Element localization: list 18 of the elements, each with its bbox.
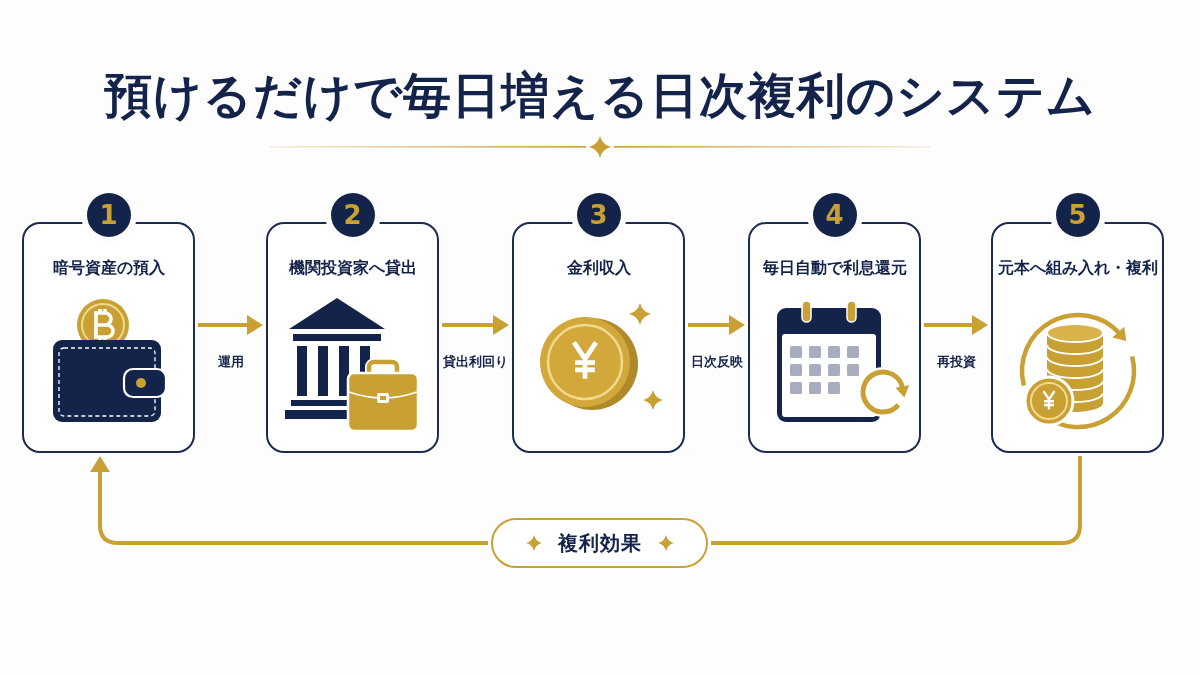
step-title: 暗号資産の預入 (52, 257, 165, 279)
title: 預けるだけで毎日増える日次複利のシステム (104, 66, 1096, 125)
step-title: 機関投資家へ貸出 (288, 257, 417, 279)
arrow (924, 315, 988, 335)
arrow (90, 456, 488, 545)
arrow (198, 315, 263, 335)
step-title: 金利収入 (566, 257, 631, 279)
arrow (442, 315, 509, 335)
edge-label: 貸出利回り (443, 353, 508, 371)
edge-label: 再投資 (936, 353, 976, 371)
arrow (688, 315, 745, 335)
step-title: 毎日自動で利息還元 (762, 257, 907, 279)
edge-label: 運用 (217, 353, 244, 371)
pill-text: 複利効果 (557, 530, 642, 556)
effect-pill (491, 518, 708, 568)
connector-line (711, 456, 1082, 545)
step-title: 元本へ組み入れ・複利 (997, 257, 1158, 279)
edge-label: 日次反映 (690, 353, 743, 371)
